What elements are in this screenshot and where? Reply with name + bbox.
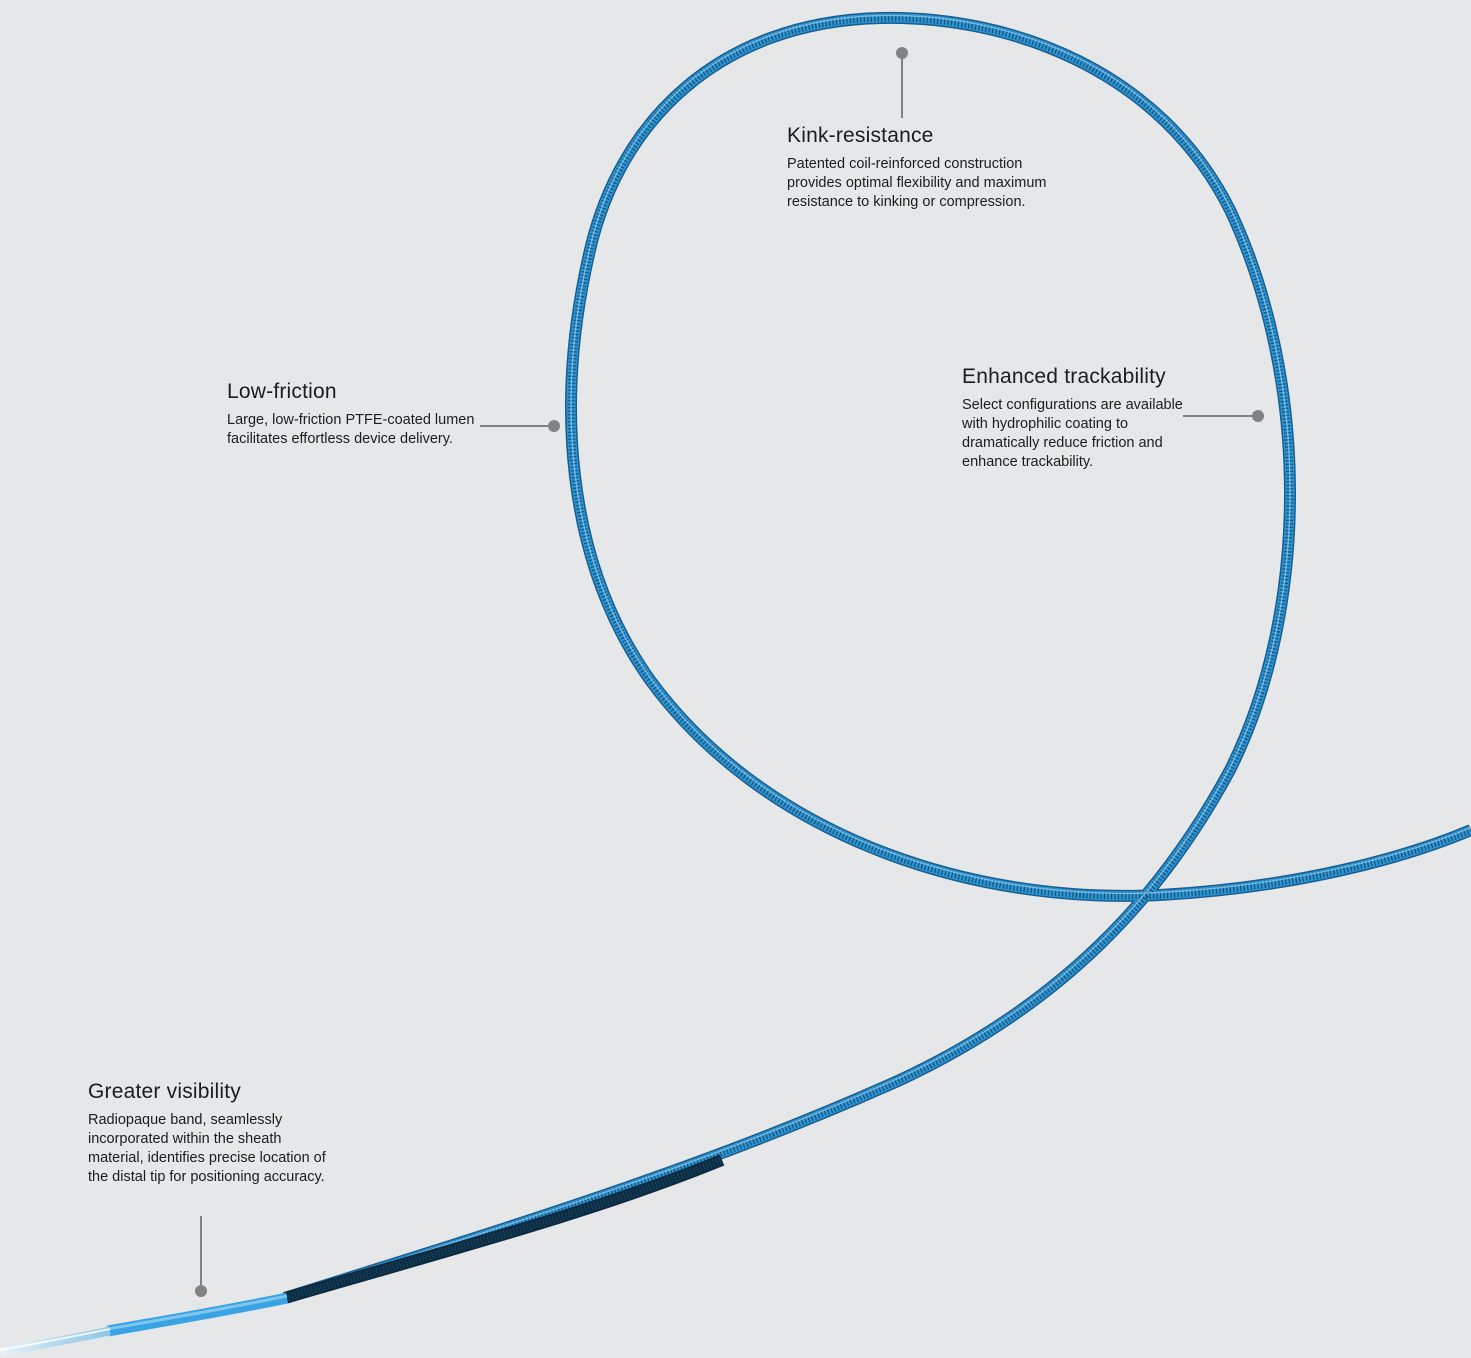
callout-description: Select configurations are available with… bbox=[962, 397, 1183, 470]
visibility-leader bbox=[195, 1216, 207, 1297]
callout-greater-visibility: Greater visibility Radiopaque band, seam… bbox=[88, 1080, 333, 1187]
trackability-leader bbox=[1183, 410, 1264, 422]
callout-description: Large, low-friction PTFE-coated lumen fa… bbox=[227, 412, 475, 447]
leader-lines bbox=[195, 47, 1264, 1297]
kink-leader bbox=[896, 47, 908, 118]
callout-description: Radiopaque band, seamlessly incorporated… bbox=[88, 1112, 326, 1185]
callout-enhanced-trackability: Enhanced trackability Select configurati… bbox=[962, 365, 1192, 472]
callout-title: Low-friction bbox=[227, 380, 337, 403]
callout-kink-resistance: Kink-resistance Patented coil-reinforced… bbox=[787, 124, 1067, 212]
radiopaque-band bbox=[107, 1292, 289, 1337]
distal-tip bbox=[0, 1326, 111, 1357]
friction-leader bbox=[480, 420, 560, 432]
radiopaque-segment bbox=[283, 1154, 725, 1304]
callout-low-friction: Low-friction Large, low-friction PTFE-co… bbox=[227, 380, 477, 449]
callout-title: Enhanced trackability bbox=[962, 365, 1166, 388]
callout-title: Kink-resistance bbox=[787, 124, 934, 147]
callout-title: Greater visibility bbox=[88, 1080, 241, 1103]
sheath-tube bbox=[283, 11, 1471, 1304]
callout-description: Patented coil-reinforced construction pr… bbox=[787, 156, 1047, 210]
